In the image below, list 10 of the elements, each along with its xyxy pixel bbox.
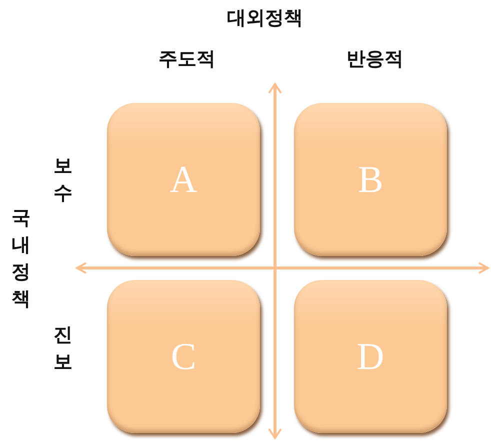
column-label: 주도적 [158, 47, 216, 72]
row-label: 보수 [52, 154, 74, 206]
quadrant-box: C [107, 280, 260, 433]
row-label: 진보 [52, 323, 74, 375]
column-label: 반응적 [346, 47, 404, 72]
axis-title: 국내정책 [10, 206, 32, 312]
quadrant-box: D [294, 280, 447, 433]
quadrant-box: B [294, 103, 447, 256]
axis-title: 대외정책 [227, 6, 303, 31]
quadrant-box: A [107, 103, 260, 256]
